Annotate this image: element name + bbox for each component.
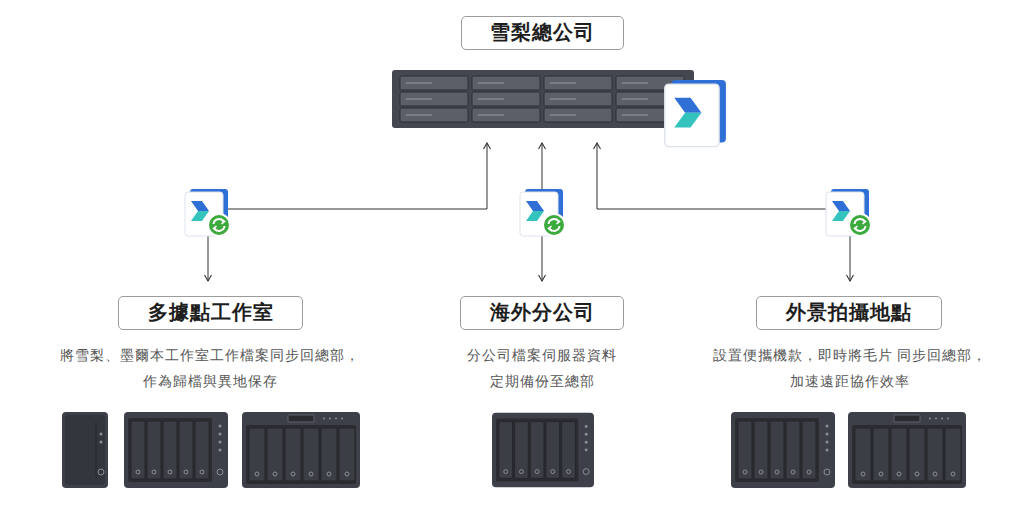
sync-icon xyxy=(520,189,565,236)
nas-device xyxy=(124,412,228,488)
nas-device xyxy=(848,412,966,488)
rack-server xyxy=(400,108,468,122)
site-node: 雪梨總公司 xyxy=(390,14,730,142)
rack-server xyxy=(622,83,648,84)
rack-server xyxy=(400,92,468,106)
site-heading: 海外分公司 xyxy=(460,296,624,330)
site-description: 將雪梨、墨爾本工作室工作檔案同步回總部， 作為歸檔與異地保存 xyxy=(40,342,380,394)
rack-server xyxy=(544,92,612,106)
rack-server xyxy=(406,99,432,100)
site-heading: 多據點工作室 xyxy=(118,296,303,330)
site-node: 外景拍攝地點設置便攜機款，即時將毛片 同步回總部，加速遠距協作效率 xyxy=(690,282,1010,492)
sync-icon xyxy=(826,189,871,236)
site-description: 設置便攜機款，即時將毛片 同步回總部，加速遠距協作效率 xyxy=(690,342,1010,394)
site-node: 多據點工作室將雪梨、墨爾本工作室工作檔案同步回總部， 作為歸檔與異地保存 xyxy=(40,282,380,492)
site-heading: 外景拍攝地點 xyxy=(756,296,942,330)
nas-tower xyxy=(62,412,108,488)
rack-server xyxy=(472,108,540,122)
rack-server xyxy=(550,115,576,116)
nas-device xyxy=(242,412,360,488)
rack-server xyxy=(622,115,648,116)
rack-server xyxy=(400,76,684,122)
rack-server xyxy=(392,70,694,128)
rack-server xyxy=(478,115,504,116)
rack-server xyxy=(400,76,468,90)
rack-server xyxy=(406,83,432,84)
rack-server xyxy=(472,92,540,106)
rack-server xyxy=(472,76,540,90)
site-heading: 雪梨總公司 xyxy=(461,16,624,50)
sync-connector xyxy=(208,143,487,281)
rack-server xyxy=(406,115,432,116)
rack-server xyxy=(544,76,612,90)
sync-connector xyxy=(542,143,543,281)
site-node: 海外分公司分公司檔案伺服器資料 定期備份至總部 xyxy=(392,282,692,492)
site-description: 分公司檔案伺服器資料 定期備份至總部 xyxy=(437,342,647,394)
app-icon xyxy=(665,80,726,147)
nas-device xyxy=(492,413,594,488)
rack-server xyxy=(478,83,504,84)
rack-server xyxy=(478,99,504,100)
rack-server xyxy=(406,83,648,115)
sync-connector xyxy=(597,143,850,281)
rack-server xyxy=(392,70,694,128)
nas-device xyxy=(731,412,835,488)
rack-server xyxy=(550,99,576,100)
rack-server xyxy=(550,83,576,84)
rack-server xyxy=(544,108,612,122)
rack-server xyxy=(622,99,648,100)
sync-icon xyxy=(185,189,230,236)
